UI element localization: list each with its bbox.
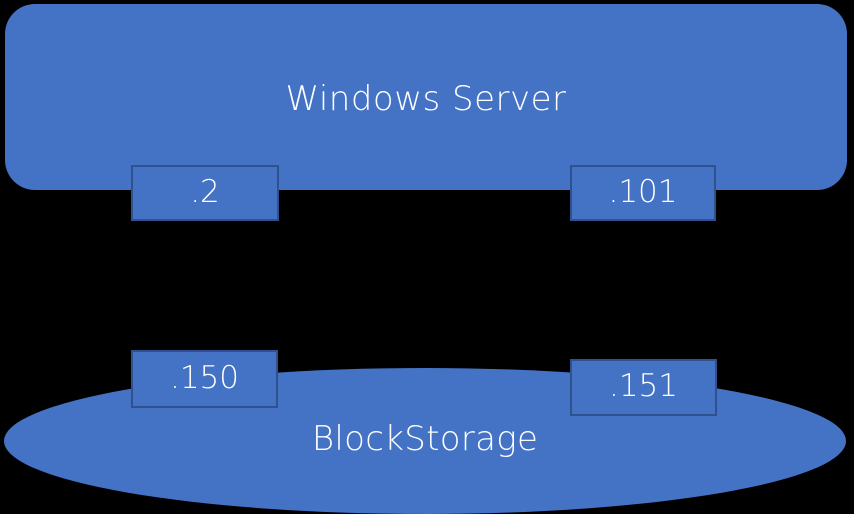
blockstorage-label: BlockStorage [311, 419, 539, 459]
interface-label-server-right: .101 [608, 173, 678, 210]
windows-server-node[interactable]: Windows Server [5, 4, 847, 190]
interface-box-storage-right[interactable]: .151 [570, 359, 717, 416]
interface-label-storage-right: .151 [608, 368, 679, 404]
interface-label-server-left: .2 [190, 173, 220, 210]
interface-box-server-left[interactable]: .2 [131, 165, 279, 221]
interface-box-storage-left[interactable]: .150 [131, 350, 278, 408]
interface-box-server-right[interactable]: .101 [570, 165, 716, 221]
windows-server-label: Windows Server [285, 79, 567, 119]
interface-label-storage-left: .150 [169, 359, 240, 396]
